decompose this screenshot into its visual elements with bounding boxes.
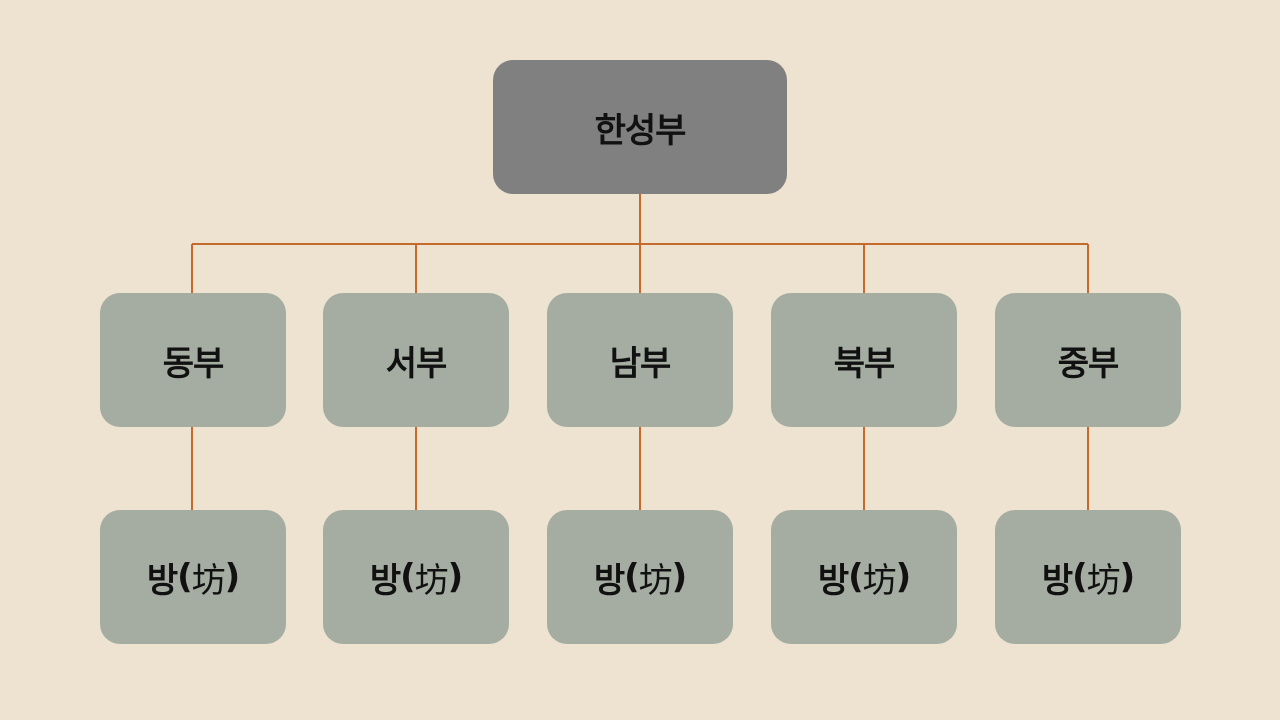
division-label: 동부 bbox=[162, 343, 225, 384]
bang-label: 방 bbox=[369, 560, 401, 601]
root-node-hanseongbu: 한성부 bbox=[493, 60, 787, 194]
division-node-central: 중부 bbox=[995, 293, 1181, 427]
bang-hanja: 坊 bbox=[862, 560, 897, 601]
division-label: 중부 bbox=[1057, 343, 1120, 384]
bang-label: 방 bbox=[146, 560, 178, 601]
bang-hanja: 坊 bbox=[414, 560, 449, 601]
bang-node-north: 방(坊) bbox=[771, 510, 957, 644]
bang-label: 방 bbox=[1041, 560, 1073, 601]
bang-node-east: 방(坊) bbox=[100, 510, 286, 644]
bang-hanja: 坊 bbox=[638, 560, 673, 601]
bang-hanja: 坊 bbox=[191, 560, 226, 601]
bang-node-south: 방(坊) bbox=[547, 510, 733, 644]
division-node-south: 남부 bbox=[547, 293, 733, 427]
division-node-west: 서부 bbox=[323, 293, 509, 427]
division-label: 남부 bbox=[609, 343, 672, 384]
bang-hanja: 坊 bbox=[1086, 560, 1121, 601]
division-node-north: 북부 bbox=[771, 293, 957, 427]
division-node-east: 동부 bbox=[100, 293, 286, 427]
bang-node-central: 방(坊) bbox=[995, 510, 1181, 644]
bang-label: 방 bbox=[593, 560, 625, 601]
root-node-label: 한성부 bbox=[594, 110, 687, 151]
division-label: 북부 bbox=[833, 343, 896, 384]
bang-node-west: 방(坊) bbox=[323, 510, 509, 644]
bang-label: 방 bbox=[817, 560, 849, 601]
division-label: 서부 bbox=[385, 343, 448, 384]
